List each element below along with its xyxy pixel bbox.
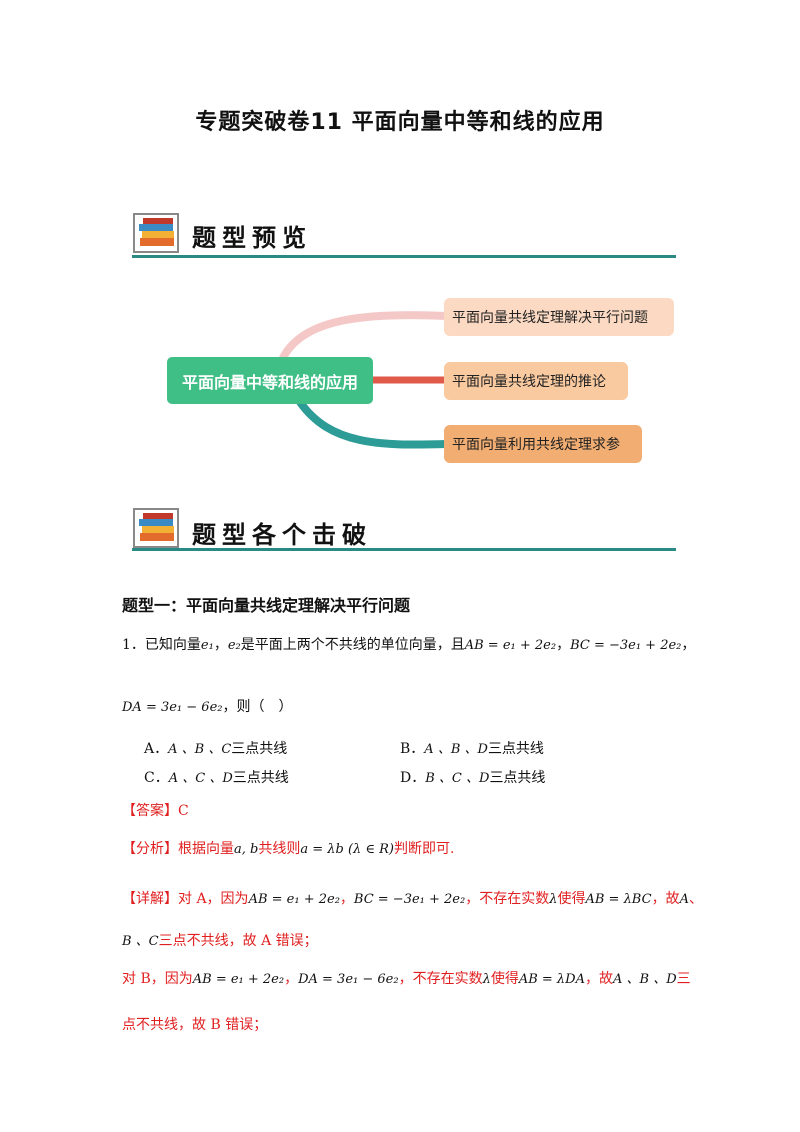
- detail-text: 三: [676, 971, 691, 987]
- analysis-equation: a = λb (λ ∈ R): [300, 842, 395, 857]
- equation-ab-lambda-da: AB = λDA: [518, 972, 585, 987]
- analysis-text: 共线则: [258, 841, 301, 857]
- section-header-breakdown: 题型各个击破: [132, 507, 677, 553]
- detail-text: 对 A，因为: [178, 891, 249, 907]
- detail-text: 点不共线，故 B 错误；: [122, 1017, 268, 1033]
- vector-e1: e₁: [200, 638, 214, 653]
- detail-text: ，不存在实数: [465, 891, 550, 907]
- option-a: A．A 、B 、C三点共线: [144, 738, 287, 758]
- option-letter: A．: [144, 741, 169, 757]
- connector-bottom: [296, 399, 447, 449]
- analysis-label: 【分析】: [122, 841, 178, 857]
- detail-text: 对 B，因为: [122, 971, 193, 987]
- separator: ，: [213, 637, 228, 653]
- books-icon: [133, 508, 179, 548]
- analysis-text: 判断即可.: [394, 841, 455, 857]
- option-points: A 、B 、D: [424, 742, 488, 757]
- section-header-preview: 题型预览: [132, 212, 677, 258]
- question-type-heading: 题型一：平面向量共线定理解决平行问题: [122, 596, 411, 615]
- section-divider: [132, 548, 676, 551]
- equation-ab: AB = e₁ + 2e₂: [192, 972, 285, 987]
- section-heading: 题型各个击破: [192, 520, 372, 549]
- option-text: 三点共线: [232, 770, 289, 786]
- detail-line-1: 【详解】对 A，因为AB = e₁ + 2e₂，BC = −3e₁ + 2e₂，…: [122, 888, 703, 908]
- lambda-symbol: λ: [482, 972, 491, 987]
- option-text: 三点共线: [489, 770, 546, 786]
- detail-line-3: 对 B，因为AB = e₁ + 2e₂，DA = 3e₁ − 6e₂，不存在实数…: [122, 968, 691, 988]
- vector-e2: e₂: [227, 638, 241, 653]
- equation-ab: AB = e₁ + 2e₂: [464, 638, 557, 653]
- separator: 、: [688, 891, 703, 907]
- separator: ，: [339, 891, 354, 907]
- question-line-1: 1．已知向量e₁，e₂是平面上两个不共线的单位向量，且AB = e₁ + 2e₂…: [122, 634, 695, 658]
- option-c: C．A 、C 、D三点共线: [144, 767, 289, 787]
- separator: ，: [556, 637, 571, 653]
- lambda-symbol: λ: [549, 892, 558, 907]
- detail-text: ，故: [651, 891, 680, 907]
- equation-ab-lambda-bc: AB = λBC: [585, 892, 652, 907]
- analysis-vectors: a, b: [234, 842, 259, 857]
- mindmap-connectors: [278, 311, 447, 449]
- option-text: 三点共线: [231, 741, 288, 757]
- mindmap-branch-3: 平面向量利用共线定理求参: [444, 425, 642, 463]
- mindmap-branch-1: 平面向量共线定理解决平行问题: [444, 298, 674, 336]
- detail-text: 使得: [490, 971, 519, 987]
- detail-line-2: B 、C三点不共线，故 A 错误；: [122, 930, 318, 950]
- option-letter: B．: [400, 741, 425, 757]
- option-b: B．A 、B 、D三点共线: [400, 738, 544, 758]
- mindmap-branch-2: 平面向量共线定理的推论: [444, 362, 628, 400]
- option-points: A 、B 、C: [168, 742, 232, 757]
- equation-bc: BC = −3e₁ + 2e₂: [353, 892, 466, 907]
- answer-line: 【答案】C: [122, 800, 189, 820]
- separator: ，: [284, 971, 299, 987]
- points-abd: A 、B 、D: [612, 972, 677, 987]
- answer-label: 【答案】: [122, 803, 178, 819]
- option-d: D．B 、C 、D三点共线: [400, 767, 545, 787]
- answer-value: C: [178, 803, 189, 819]
- detail-label: 【详解】: [122, 891, 178, 907]
- points-bc: B 、C: [122, 934, 159, 949]
- point-a: A: [679, 892, 689, 907]
- books-icon: [133, 213, 179, 253]
- connector-top: [278, 311, 447, 362]
- option-points: A 、C 、D: [168, 771, 233, 786]
- option-points: B 、C 、D: [425, 771, 490, 786]
- equation-bc: BC = −3e₁ + 2e₂: [570, 638, 682, 653]
- mindmap-center-node: 平面向量中等和线的应用: [167, 357, 373, 404]
- question-tail: ，则（ ）: [222, 699, 293, 715]
- analysis-line: 【分析】根据向量a, b共线则a = λb (λ ∈ R)判断即可.: [122, 838, 454, 858]
- equation-da: DA = 3e₁ − 6e₂: [122, 700, 223, 715]
- detail-line-4: 点不共线，故 B 错误；: [122, 1014, 267, 1034]
- detail-text: ，故: [584, 971, 613, 987]
- equation-ab: AB = e₁ + 2e₂: [248, 892, 340, 907]
- option-letter: D．: [400, 770, 426, 786]
- detail-text: ，不存在实数: [398, 971, 483, 987]
- equation-da: DA = 3e₁ − 6e₂: [298, 972, 399, 987]
- analysis-text: 根据向量: [178, 841, 234, 857]
- question-prefix: 1．已知向量: [122, 637, 201, 653]
- page-title: 专题突破卷11 平面向量中等和线的应用: [195, 110, 605, 135]
- option-text: 三点共线: [487, 741, 544, 757]
- detail-text: 三点不共线，故 A 错误；: [158, 933, 318, 949]
- question-line-2: DA = 3e₁ − 6e₂，则（ ）: [122, 696, 292, 716]
- section-divider: [132, 255, 676, 258]
- detail-text: 使得: [557, 891, 586, 907]
- question-condition: 是平面上两个不共线的单位向量，且: [240, 637, 465, 653]
- option-letter: C．: [144, 770, 169, 786]
- section-heading: 题型预览: [192, 223, 312, 252]
- separator: ，: [681, 637, 696, 653]
